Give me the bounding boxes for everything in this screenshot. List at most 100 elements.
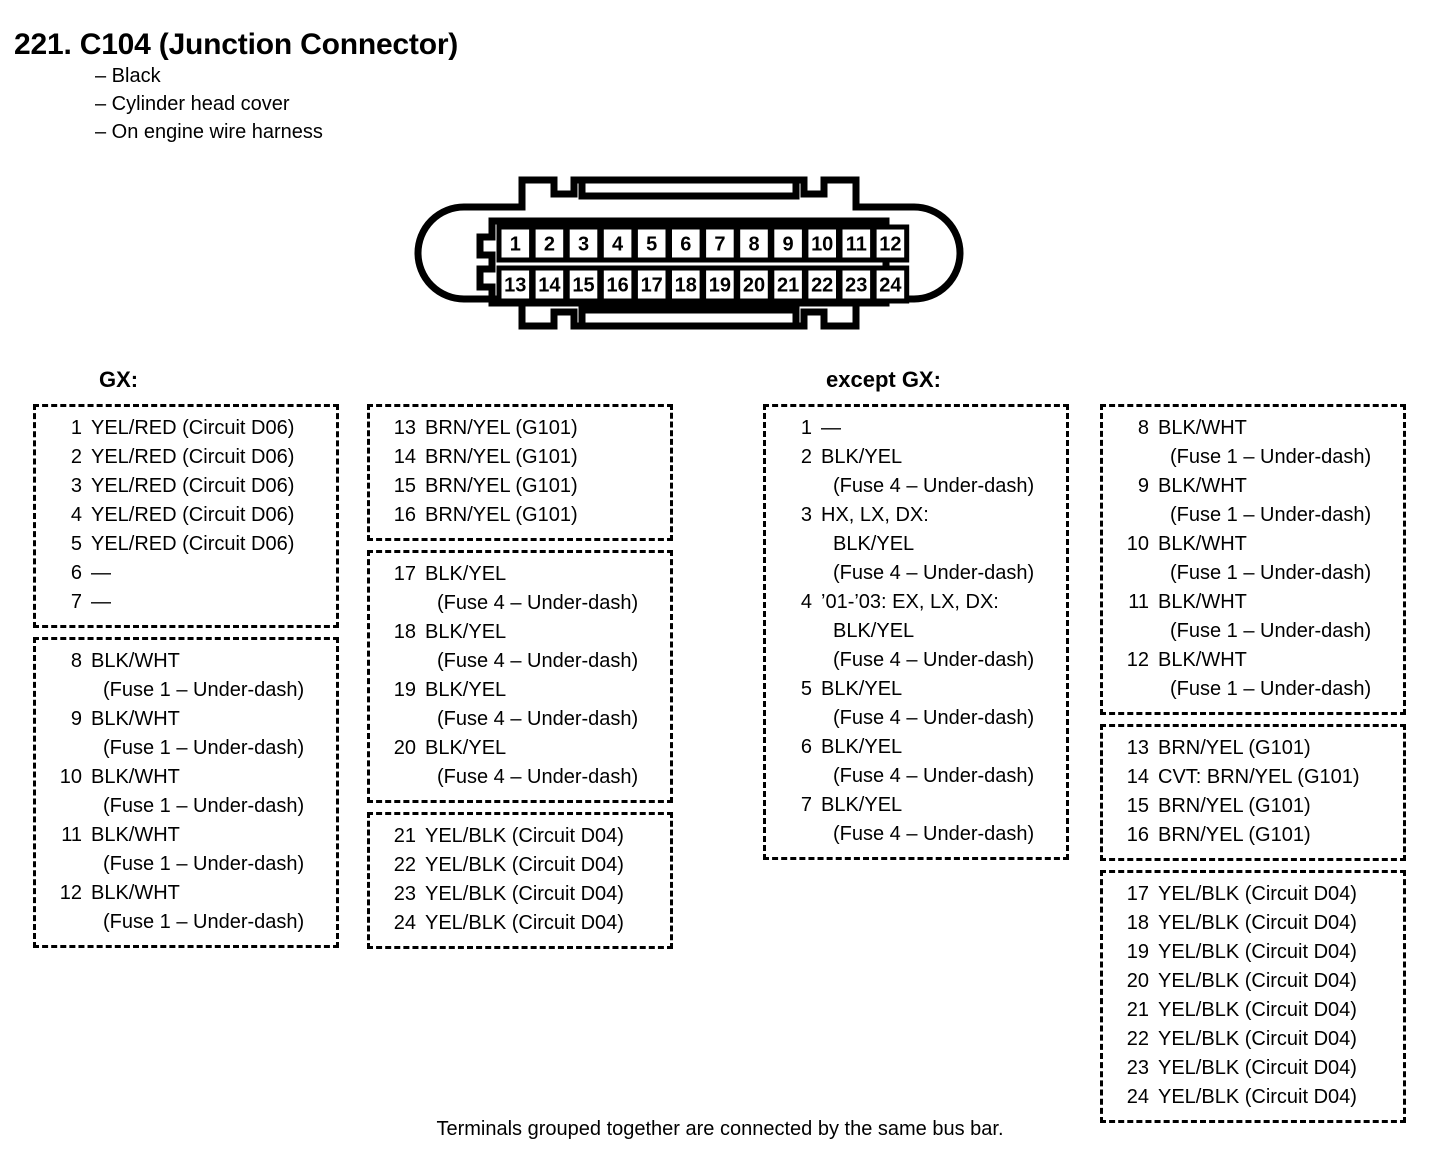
pin-description-line: BLK/YEL [821,446,903,468]
cavity-number: 20 [743,275,765,297]
pin-description-line: (Fuse 1 – Under-dash) [1170,678,1372,700]
pin-number: 1 [800,417,812,439]
pin-description-line: YEL/BLK (Circuit D04) [1158,912,1357,934]
pin-description: BRN/YEL (G101) [425,443,662,472]
pin-number: 18 [1126,912,1149,934]
pin-number: 23 [1126,1057,1149,1079]
pin-row: 24 YEL/BLK (Circuit D04) [1111,1083,1395,1112]
pin-description-line: CVT: BRN/YEL (G101) [1158,766,1360,788]
pin-description: YEL/BLK (Circuit D04) [1158,967,1395,996]
pin-description-line: BRN/YEL (G101) [425,446,578,468]
pin-description-line: (Fuse 1 – Under-dash) [103,737,305,759]
pin-description: BLK/WHT(Fuse 1 – Under-dash) [91,821,328,879]
pin-row: 4’01-’03: EX, LX, DX:BLK/YEL(Fuse 4 – Un… [774,588,1058,675]
connector-cavity [871,224,910,263]
cavity-number: 10 [811,234,833,256]
pin-row: 6— [44,559,328,588]
pin-description: YEL/BLK (Circuit D04) [425,880,662,909]
pin-description: BLK/YEL(Fuse 4 – Under-dash) [425,618,662,676]
pin-description: BLK/WHT(Fuse 1 – Under-dash) [91,879,328,937]
cavity-number: 21 [777,275,799,297]
pin-description-line: (Fuse 1 – Under-dash) [103,911,305,933]
pin-description-line: (Fuse 4 – Under-dash) [833,765,1035,787]
pin-description-line: BLK/WHT [1158,475,1247,497]
pin-description-line: BLK/YEL [833,533,915,555]
pin-description-line: YEL/BLK (Circuit D04) [1158,1086,1357,1108]
pin-number: 19 [393,679,416,701]
pin-description-line: (Fuse 4 – Under-dash) [437,592,639,614]
pin-description-line: (Fuse 4 – Under-dash) [437,708,639,730]
pin-number: 2 [70,446,82,468]
pin-description: BRN/YEL (G101) [425,501,662,530]
page-title: 221. C104 (Junction Connector) [14,28,459,62]
pin-number: 15 [393,475,416,497]
pin-description-line: YEL/BLK (Circuit D04) [1158,970,1357,992]
pin-description: YEL/BLK (Circuit D04) [425,909,662,938]
cavity-number: 24 [879,275,902,297]
cavity-number: 7 [714,234,725,256]
pin-row: 1— [774,414,1058,443]
cavity-number: 16 [606,275,628,297]
pin-row: 2 YEL/RED (Circuit D06) [44,443,328,472]
pin-description: BLK/WHT (Fuse 1 – Under-dash) [1158,472,1395,530]
connector-cavity [837,265,876,304]
pin-description-line: BLK/YEL [425,679,507,701]
pin-number: 5 [800,678,812,700]
pin-description: CVT: BRN/YEL (G101) [1158,763,1395,792]
pin-number: 10 [59,766,82,788]
pin-description-line: (Fuse 4 – Under-dash) [833,475,1035,497]
pin-description-line: BLK/YEL [821,678,903,700]
pin-description: BLK/WHT (Fuse 1 – Under-dash) [1158,646,1395,704]
pin-description-line: YEL/BLK (Circuit D04) [1158,941,1357,963]
pin-description-line: YEL/BLK (Circuit D04) [1158,883,1357,905]
section-header-except-gx: except GX: [826,367,941,392]
pin-description: YEL/RED (Circuit D06) [91,443,328,472]
pin-description-line: HX, LX, DX: [821,504,929,526]
pin-row: 15 BRN/YEL (G101) [378,472,662,501]
pin-description: YEL/BLK (Circuit D04) [425,851,662,880]
pin-description-line: — [91,562,111,584]
cavity-number: 6 [680,234,691,256]
pin-description-line: BRN/YEL (G101) [425,475,578,497]
pin-number: 11 [61,824,82,846]
pin-description-line: (Fuse 1 – Under-dash) [103,853,305,875]
pin-description-line: BRN/YEL (G101) [1158,795,1311,817]
pin-description-line: BLK/WHT [1158,649,1247,671]
cavity-number: 19 [709,275,731,297]
pin-description-line: YEL/BLK (Circuit D04) [425,912,624,934]
cavity-number: 8 [748,234,759,256]
pin-number: 21 [393,825,416,847]
footer-note: Terminals grouped together are connected… [436,1118,1004,1140]
pin-description: BLK/YEL (Fuse 4 – Under-dash) [425,676,662,734]
pin-number: 13 [1126,737,1149,759]
cavity-number: 11 [846,234,867,256]
pin-description-line: (Fuse 1 – Under-dash) [1170,504,1372,526]
pin-description: BRN/YEL (G101) [1158,792,1395,821]
pin-number: 24 [1126,1086,1149,1108]
pin-number: 20 [1126,970,1149,992]
pin-number: 4 [70,504,82,526]
pin-description-line: (Fuse 1 – Under-dash) [1170,446,1372,468]
